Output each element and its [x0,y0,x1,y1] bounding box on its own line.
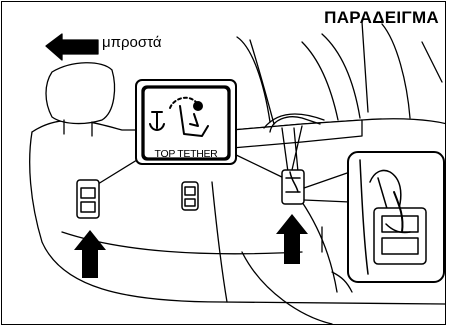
right-anchor-hook [282,170,304,204]
up-arrow-icon-right [276,214,308,264]
diagram-title: ΠΑΡΑΔΕΙΓΜΑ [324,9,439,26]
front-arrow-icon [46,34,98,60]
illustration-frame: ΠΑΡΑΔΕΙΓΜΑ μπροστά TOP TETHER [1,1,446,325]
headrest [46,63,115,124]
top-tether-label: TOP TETHER [142,149,230,160]
front-direction-label: μπροστά [102,35,162,50]
left-anchor-hook [77,180,99,218]
car-interior-illustration [2,2,446,325]
middle-anchor-hook [182,182,198,210]
